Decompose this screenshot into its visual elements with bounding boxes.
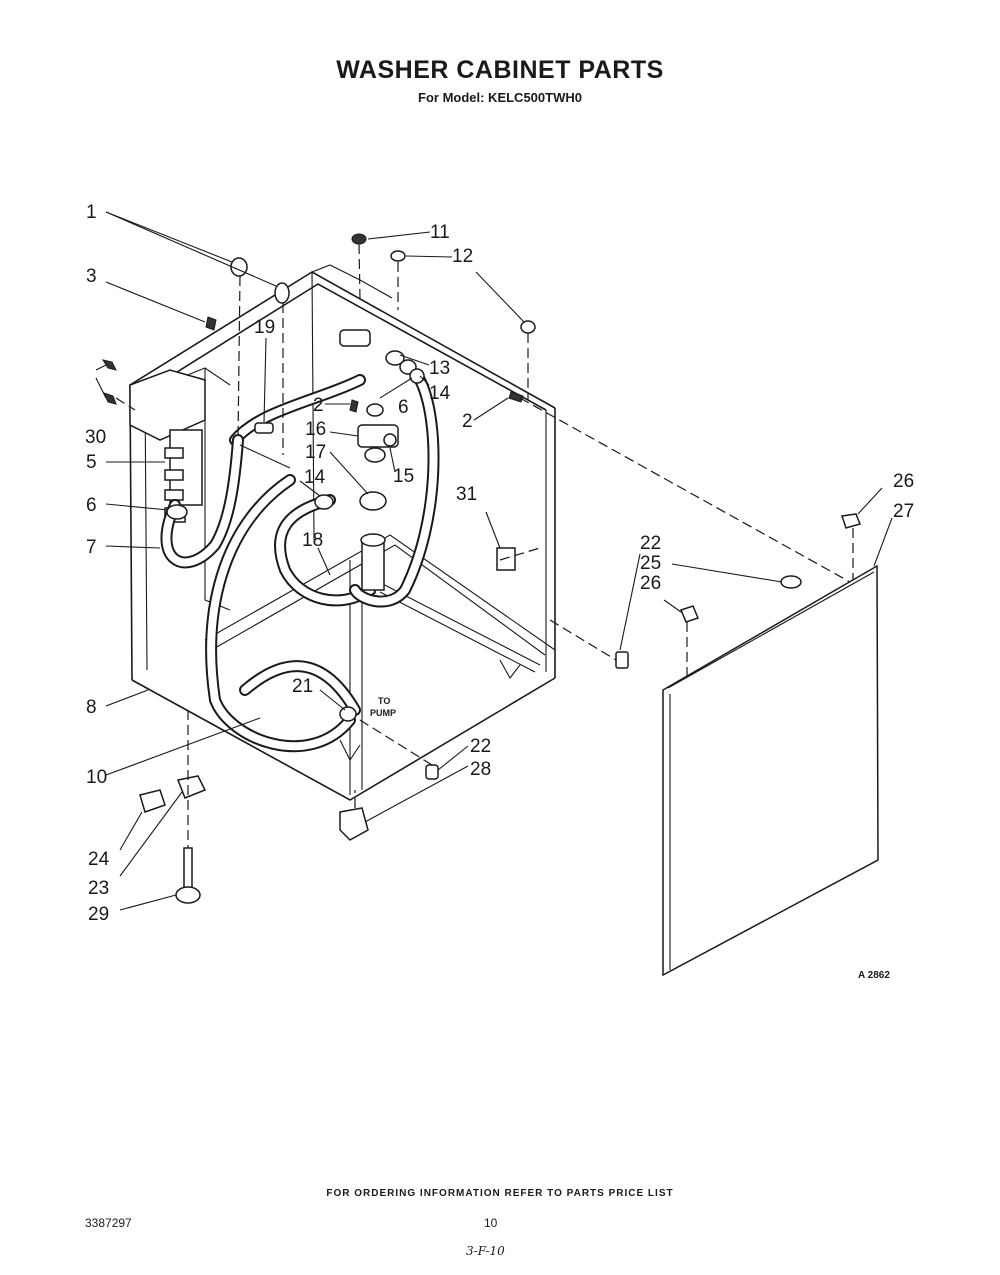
callout-10: 10 (86, 767, 107, 788)
document-number: 3387297 (85, 1216, 132, 1230)
leader-lines (95, 211, 893, 911)
callout-6-top: 6 (398, 397, 409, 418)
callout-27: 27 (893, 501, 914, 522)
callout-7: 7 (86, 537, 97, 558)
callout-5: 5 (86, 452, 97, 473)
callout-14-top: 14 (429, 383, 451, 404)
callout-2-left: 2 (313, 395, 324, 416)
callout-29: 29 (88, 904, 109, 925)
assembly-lines (115, 243, 854, 848)
callout-17: 17 (305, 442, 326, 463)
drain-hose (274, 494, 381, 607)
callout-8: 8 (86, 697, 97, 718)
callout-30: 30 (85, 427, 106, 448)
callout-21: 21 (292, 676, 313, 697)
page-number: 10 (484, 1216, 498, 1230)
callout-22-upper: 22 (640, 533, 661, 554)
callout-22-lower: 22 (470, 736, 491, 757)
callout-26-upper: 26 (893, 471, 914, 492)
pump-note-line2: PUMP (370, 708, 396, 718)
model-subtitle: For Model: KELC500TWH0 (418, 90, 582, 105)
outlet-hose (205, 474, 361, 753)
callout-15: 15 (393, 466, 414, 487)
callout-3: 3 (86, 266, 97, 287)
pump-note-line1: TO (378, 696, 390, 706)
junction-box (129, 369, 206, 523)
callout-18: 18 (302, 530, 323, 551)
handwritten-note: 3-F-10 (466, 1244, 505, 1258)
callout-16: 16 (305, 419, 326, 440)
callout-28: 28 (470, 759, 491, 780)
ordering-footer: FOR ORDERING INFORMATION REFER TO PARTS … (326, 1188, 674, 1199)
callout-14-mid: 14 (304, 467, 326, 488)
callout-13: 13 (429, 358, 450, 379)
callout-11: 11 (430, 222, 450, 243)
cabinet-frame (129, 264, 556, 801)
callout-19: 19 (254, 317, 275, 338)
standpipe (360, 533, 386, 591)
small-parts (101, 233, 862, 904)
fill-hose (160, 374, 440, 608)
front-panel (662, 564, 879, 977)
callout-24: 24 (88, 849, 110, 870)
callout-numbers: 1 3 11 12 19 13 14 6 2 2 16 17 15 14 18 … (85, 202, 914, 981)
callout-12: 12 (452, 246, 473, 267)
callout-23: 23 (88, 878, 109, 899)
callout-25: 25 (640, 553, 661, 574)
callout-31: 31 (456, 484, 477, 505)
figure-code: A 2862 (858, 970, 890, 981)
callout-2-right: 2 (462, 411, 473, 432)
callout-1: 1 (86, 202, 97, 223)
page-title: WASHER CABINET PARTS (336, 56, 664, 84)
callout-6-left: 6 (86, 495, 97, 516)
callout-26-lower: 26 (640, 573, 661, 594)
